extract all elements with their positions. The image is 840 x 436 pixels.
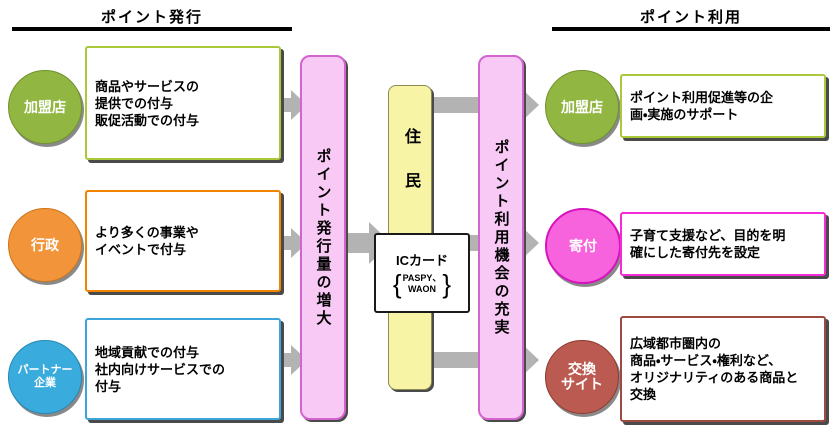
arrow-head-use-1	[523, 90, 539, 120]
issuer-circle-partner-company-label: パートナー 企業	[17, 364, 73, 389]
issuance-section-title: ポイント発行	[100, 9, 203, 26]
usage-opportunity-bar-label: ポイント利用機会の充実	[492, 138, 510, 337]
ic-card-brands: { PASPY、 WAON }	[393, 271, 451, 297]
ic-card-brand-line1: PASPY、	[402, 272, 442, 283]
ic-card-brand-line2: WAON	[408, 283, 436, 294]
issuer-circle-member-store: 加盟店	[8, 70, 82, 144]
arrow-head-use-2	[523, 228, 539, 258]
usage-circle-exchange-site-label: 交換 サイト	[561, 361, 603, 392]
ic-card-brand-names: PASPY、 WAON	[403, 273, 442, 295]
usage-circle-member-store-label: 加盟店	[561, 98, 603, 115]
issuer-box-partner-company: 地域貢献での付与 社内向けサービスでの 付与	[85, 318, 281, 420]
usage-circle-member-store: 加盟店	[545, 70, 619, 144]
usage-box-member-store: ポイント利用促進等の企 画・実施のサポート	[620, 74, 826, 138]
usage-box-exchange-site-text: 広域都市圏内の 商品・サービス・権利など、 オリジナリティのある商品と 交換	[630, 336, 799, 402]
issuer-box-government: より多くの事業や イベントで付与	[85, 190, 281, 292]
usage-circle-exchange-site: 交換 サイト	[545, 340, 619, 414]
issuer-box-government-text: より多くの事業や イベントで付与	[95, 225, 199, 257]
usage-box-exchange-site: 広域都市圏内の 商品・サービス・権利など、 オリジナリティのある商品と 交換	[620, 316, 826, 422]
usage-box-donation: 子育て支援など、目的を明 確にした寄付先を設定	[620, 212, 826, 276]
residents-bar-label: 住民	[402, 128, 419, 216]
issuance-volume-bar: ポイント発行量の増大	[300, 55, 346, 420]
issuance-volume-bar-label: ポイント発行量の増大	[314, 147, 332, 328]
ic-card-box: ICカード { PASPY、 WAON }	[374, 233, 470, 313]
issuer-circle-government: 行政	[8, 208, 82, 282]
usage-box-member-store-text: ポイント利用促進等の企 画・実施のサポート	[630, 90, 774, 122]
arrow-body-to-residents	[348, 233, 370, 253]
usage-section-title: ポイント利用	[639, 9, 742, 26]
usage-box-donation-text: 子育て支援など、目的を明 確にした寄付先を設定	[630, 228, 786, 260]
issuer-circle-member-store-label: 加盟店	[24, 98, 66, 115]
issuance-title-underline	[12, 27, 292, 31]
issuer-box-member-store: 商品やサービスの 提供での付与 販促活動での付与	[85, 46, 281, 160]
arrow-head-use-3	[523, 345, 539, 375]
issuer-circle-partner-company: パートナー 企業	[8, 340, 82, 414]
issuer-box-member-store-text: 商品やサービスの 提供での付与 販促活動での付与	[95, 78, 200, 128]
usage-title-underline	[552, 27, 830, 31]
usage-circle-donation-label: 寄付	[569, 237, 597, 254]
issuer-box-partner-company-text: 地域貢献での付与 社内向けサービスでの 付与	[95, 344, 226, 394]
ic-card-brace-close: }	[442, 268, 452, 299]
issuer-circle-government-label: 行政	[31, 236, 59, 253]
usage-circle-donation: 寄付	[545, 208, 621, 284]
ic-card-brace-open: {	[392, 268, 402, 299]
usage-opportunity-bar: ポイント利用機会の充実	[478, 55, 524, 420]
ic-card-title: ICカード	[395, 252, 448, 268]
